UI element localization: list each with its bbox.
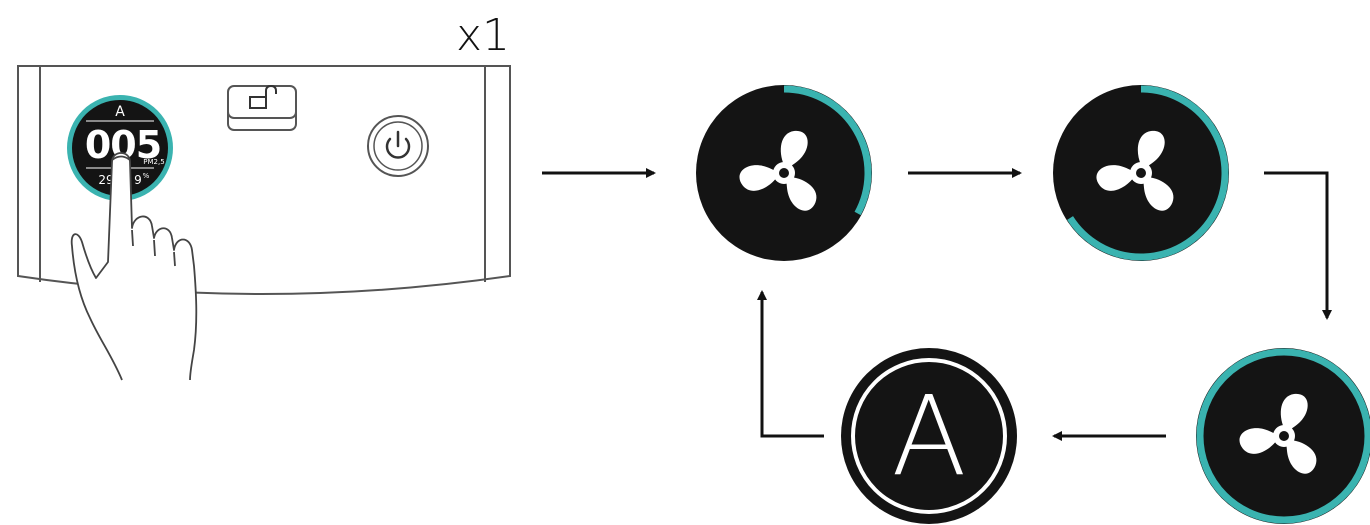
auto-mode-label: A [891,372,966,500]
fan-level-ring [783,85,872,216]
fan-speed-2-button[interactable] [1053,85,1229,261]
hand-pointer-icon [70,152,198,381]
fan-level-ring [1067,85,1229,261]
display-unit: PM2,5 [143,158,164,166]
lock-open-icon [249,84,277,109]
flow-arrows [542,168,1332,441]
arrow-auto-to-speed-1 [757,290,824,438]
power-button[interactable] [367,115,429,177]
display-footer-right: 9 [134,173,142,187]
power-icon [385,130,411,159]
fan-icon [1239,393,1317,474]
fan-speed-3-button[interactable] [1196,348,1370,524]
arrow-speed-2-to-3 [1264,171,1332,320]
fan-icon [1096,130,1174,211]
lock-button[interactable] [227,84,297,131]
fan-speed-1-button[interactable] [696,85,872,261]
fan-level-ring [1196,348,1370,524]
display-footer-left: 29 [98,173,113,187]
display-footer-unit: % [143,172,150,180]
display-mode-label: A [115,104,125,120]
fan-icon [739,130,817,211]
press-count-label: x1 [456,10,510,61]
auto-mode-button[interactable]: A [841,348,1017,524]
